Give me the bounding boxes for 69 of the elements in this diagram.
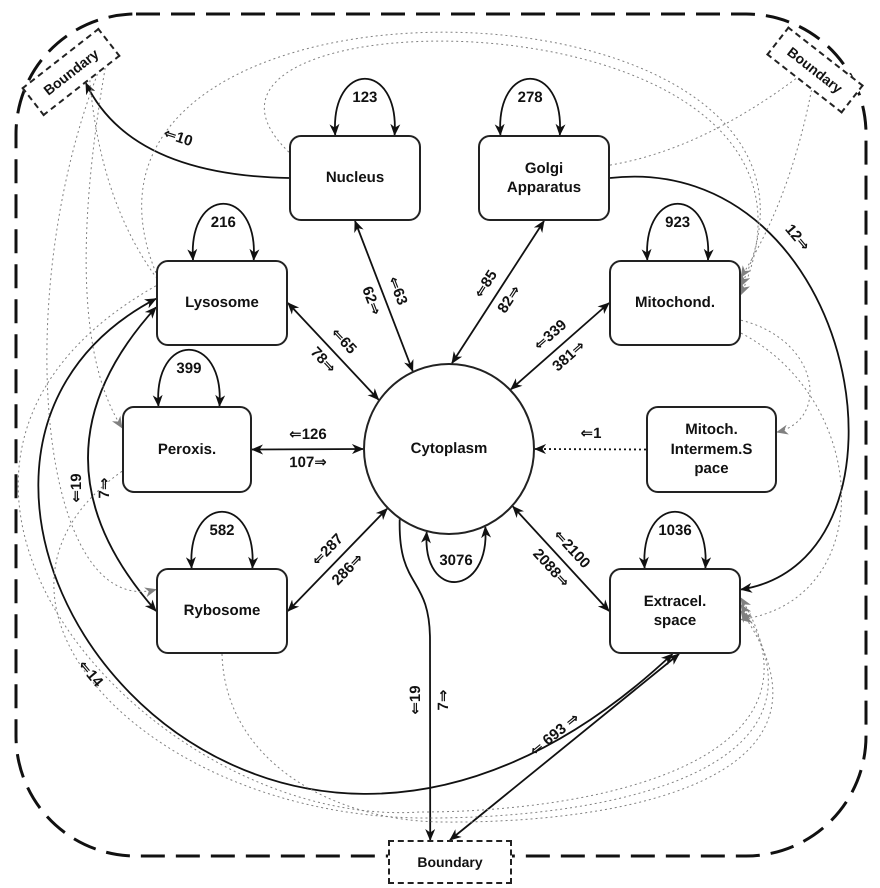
- arrow: [188, 202, 259, 261]
- arrow: [512, 506, 610, 612]
- compartment-box: [609, 260, 741, 346]
- node-label: Nucleus: [326, 168, 384, 188]
- arrow: [87, 306, 157, 612]
- node-label: Boundary: [417, 852, 483, 872]
- edge-label: 216: [210, 214, 236, 232]
- arrow: [251, 444, 364, 454]
- edge-label: 923: [665, 214, 690, 232]
- node-label: Mitoch. Intermem.S pace: [670, 420, 754, 479]
- arrow: [640, 511, 710, 569]
- arrow: [287, 302, 380, 400]
- dotted-arrow: [141, 32, 761, 287]
- edge-label: ⇐10: [161, 124, 195, 152]
- compartment-box: [156, 568, 288, 654]
- dotted-arrow: [222, 610, 774, 822]
- arrow: [642, 202, 713, 261]
- dotted-line: [89, 80, 156, 278]
- dotted-arrow: [86, 68, 122, 429]
- edge-label: ⇐1: [580, 425, 602, 444]
- arrow: [610, 177, 849, 591]
- dotted-arrow: [534, 444, 646, 454]
- arrow: [449, 653, 680, 841]
- compartment-box: [156, 260, 288, 346]
- arrow: [154, 349, 224, 407]
- edge-label: 278: [518, 89, 543, 107]
- edge-label: 399: [176, 360, 202, 378]
- arrow: [186, 511, 258, 569]
- node-label: Peroxis.: [158, 440, 216, 460]
- arrow: [354, 220, 414, 372]
- dotted-arrow: [46, 74, 157, 595]
- edge-label: ⇐65 78⇒: [306, 324, 362, 380]
- node-label: Rybosome: [184, 601, 260, 621]
- compartment-box: [609, 568, 741, 654]
- arrow: [398, 519, 436, 841]
- compartment-box: [478, 135, 610, 221]
- edge-label: ⇐126 107⇒: [288, 425, 328, 474]
- dotted-arrow: [740, 320, 810, 434]
- edge-label: 123: [352, 89, 378, 107]
- edge-label: 12⇒: [780, 221, 814, 255]
- arrow: [451, 220, 545, 364]
- edge-label: ⇐14: [74, 657, 106, 691]
- boundary-box: [388, 840, 512, 884]
- node-label: Cytoplasm: [410, 439, 488, 459]
- edge-label: ⇐19 7⇒: [67, 472, 114, 505]
- edge-label: 1036: [658, 522, 692, 540]
- dotted-arrow: [740, 90, 812, 278]
- node-label: Lysosome: [185, 293, 259, 313]
- dotted-arrow: [53, 470, 769, 818]
- edge-label: 3076: [439, 552, 473, 570]
- compartment-box: [122, 406, 252, 493]
- arrow: [287, 508, 388, 612]
- edge-label: ⇐19 7⇒: [406, 684, 453, 717]
- arrow: [422, 526, 490, 583]
- arrow: [510, 302, 610, 390]
- arrow: [496, 78, 565, 136]
- edge-label: 582: [209, 522, 235, 540]
- arrow: [85, 82, 290, 179]
- dotted-arrow: [740, 332, 842, 622]
- dotted-arrow: [19, 285, 765, 812]
- node-label: Mitochond.: [635, 293, 715, 313]
- node-label: Extracel. space: [642, 592, 708, 630]
- compartment-box: [289, 135, 421, 221]
- edge-label: ⇐63 62⇒: [357, 273, 412, 320]
- arrow: [330, 78, 400, 136]
- dotted-arrow: [264, 40, 759, 296]
- compartment-box: [646, 406, 777, 493]
- node-label: Golgi Apparatus: [506, 158, 582, 198]
- dotted-line: [610, 78, 797, 166]
